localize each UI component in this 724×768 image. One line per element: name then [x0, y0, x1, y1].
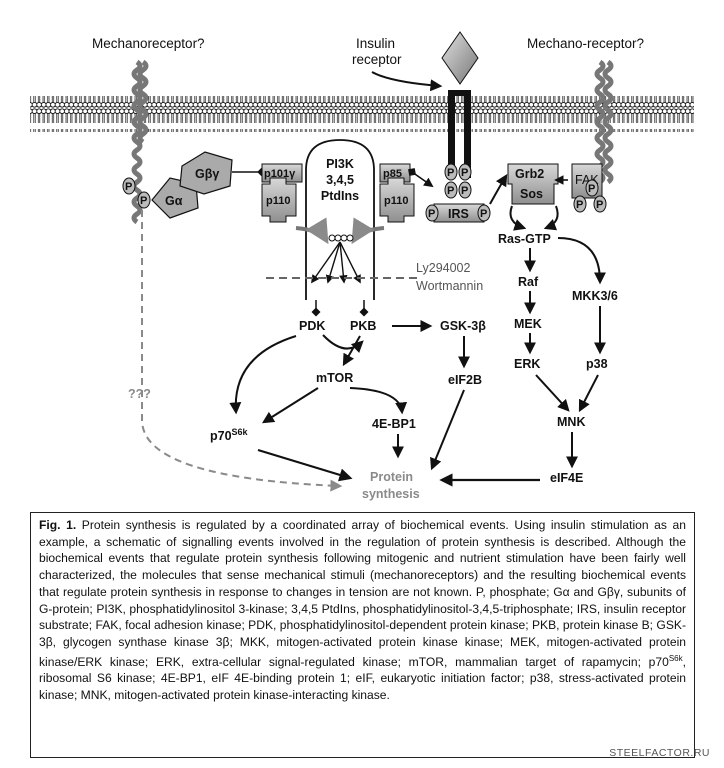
- svg-text:Mechano-receptor?: Mechano-receptor?: [527, 36, 644, 51]
- erk: ERK: [514, 357, 540, 371]
- pdk: PDK: [299, 319, 325, 333]
- mtor: mTOR: [316, 371, 353, 385]
- mek: MEK: [514, 317, 542, 331]
- caption-text-b: , ribosomal S6 kinase; 4E-BP1, eIF 4E-bi…: [39, 654, 686, 703]
- protein-synthesis-line2: synthesis: [362, 487, 420, 501]
- phospho-ir-4: P: [458, 181, 472, 199]
- pi3k-body: PI3K 3,4,5 PtdIns: [305, 139, 375, 300]
- p38: p38: [586, 357, 608, 371]
- plasma-membrane: [30, 96, 694, 132]
- svg-text:Gβγ: Gβγ: [195, 167, 219, 181]
- grb2-sos: Grb2 Sos: [507, 163, 559, 205]
- gsk3b: GSK-3β: [440, 319, 486, 333]
- svg-text:Grb2: Grb2: [515, 167, 544, 181]
- svg-text:P: P: [576, 199, 583, 211]
- svg-text:p101γ: p101γ: [264, 168, 296, 180]
- phospho-fak-3: P: [585, 179, 599, 197]
- svg-text:p110: p110: [384, 195, 408, 207]
- svg-text:IRS: IRS: [448, 207, 469, 221]
- svg-text:3,4,5: 3,4,5: [326, 173, 354, 187]
- irs-box: IRS P P: [425, 203, 491, 223]
- mkk36: MKK3/6: [572, 289, 618, 303]
- p70s6k: p70S6k: [210, 427, 249, 443]
- svg-text:P: P: [461, 185, 468, 197]
- svg-text:receptor: receptor: [352, 52, 402, 67]
- phospho-fak-2: P: [593, 195, 607, 213]
- phospho-left-2: P: [137, 191, 151, 209]
- phospho-ir-3: P: [444, 181, 458, 199]
- svg-text:PtdIns: PtdIns: [321, 189, 359, 203]
- svg-text:Sos: Sos: [520, 187, 543, 201]
- figure-caption: Fig. 1. Protein synthesis is regulated b…: [30, 512, 695, 758]
- svg-text:P: P: [125, 181, 132, 193]
- svg-text:p110: p110: [266, 195, 290, 207]
- svg-text:P: P: [447, 167, 454, 179]
- caption-label: Fig. 1.: [39, 518, 77, 532]
- svg-text:P: P: [447, 185, 454, 197]
- phospho-ir-1: P: [444, 163, 458, 181]
- inhibitor-ly294002: Ly294002: [416, 261, 470, 275]
- phospho-ir-2: P: [458, 163, 472, 181]
- svg-text:Gα: Gα: [165, 194, 183, 208]
- phospho-left-1: P: [122, 177, 136, 195]
- protein-synthesis-line1: Protein: [370, 470, 413, 484]
- svg-text:P: P: [140, 195, 147, 207]
- eif4e: eIF4E: [550, 471, 583, 485]
- svg-text:p85: p85: [383, 168, 402, 180]
- watermark: STEELFACTOR.RU: [609, 747, 710, 759]
- svg-text:P: P: [480, 208, 487, 220]
- mechanoreceptor-left-label: Mechanoreceptor?: [92, 36, 205, 51]
- eif2b: eIF2B: [448, 373, 482, 387]
- ras-gtp: Ras-GTP: [498, 232, 551, 246]
- svg-text:P: P: [596, 199, 603, 211]
- g-beta-gamma: Gβγ: [179, 151, 233, 195]
- insulin-receptor: Insulin receptor: [352, 31, 479, 178]
- mnk: MNK: [557, 415, 585, 429]
- p110-left: p110: [261, 177, 297, 223]
- svg-text:P: P: [588, 183, 595, 195]
- p110-right: p110: [379, 177, 415, 223]
- 4e-bp1: 4E-BP1: [372, 417, 416, 431]
- phospho-fak-1: P: [573, 195, 587, 213]
- mechanoreceptor-right: Mechano-receptor?: [527, 36, 644, 185]
- signalling-diagram: Mechanoreceptor? P P Gα Gβγ p101γ p110 P…: [30, 31, 694, 501]
- inhibitor-wortmannin: Wortmannin: [416, 279, 483, 293]
- pkb: PKB: [350, 319, 376, 333]
- unknown-pathway-label: ???: [128, 387, 151, 401]
- svg-text:PI3K: PI3K: [326, 157, 354, 171]
- svg-text:P: P: [428, 208, 435, 220]
- svg-text:Insulin: Insulin: [356, 36, 395, 51]
- caption-text-a: Protein synthesis is regulated by a coor…: [39, 518, 686, 669]
- caption-sup: S6k: [668, 653, 683, 663]
- raf: Raf: [518, 275, 539, 289]
- svg-text:P: P: [461, 167, 468, 179]
